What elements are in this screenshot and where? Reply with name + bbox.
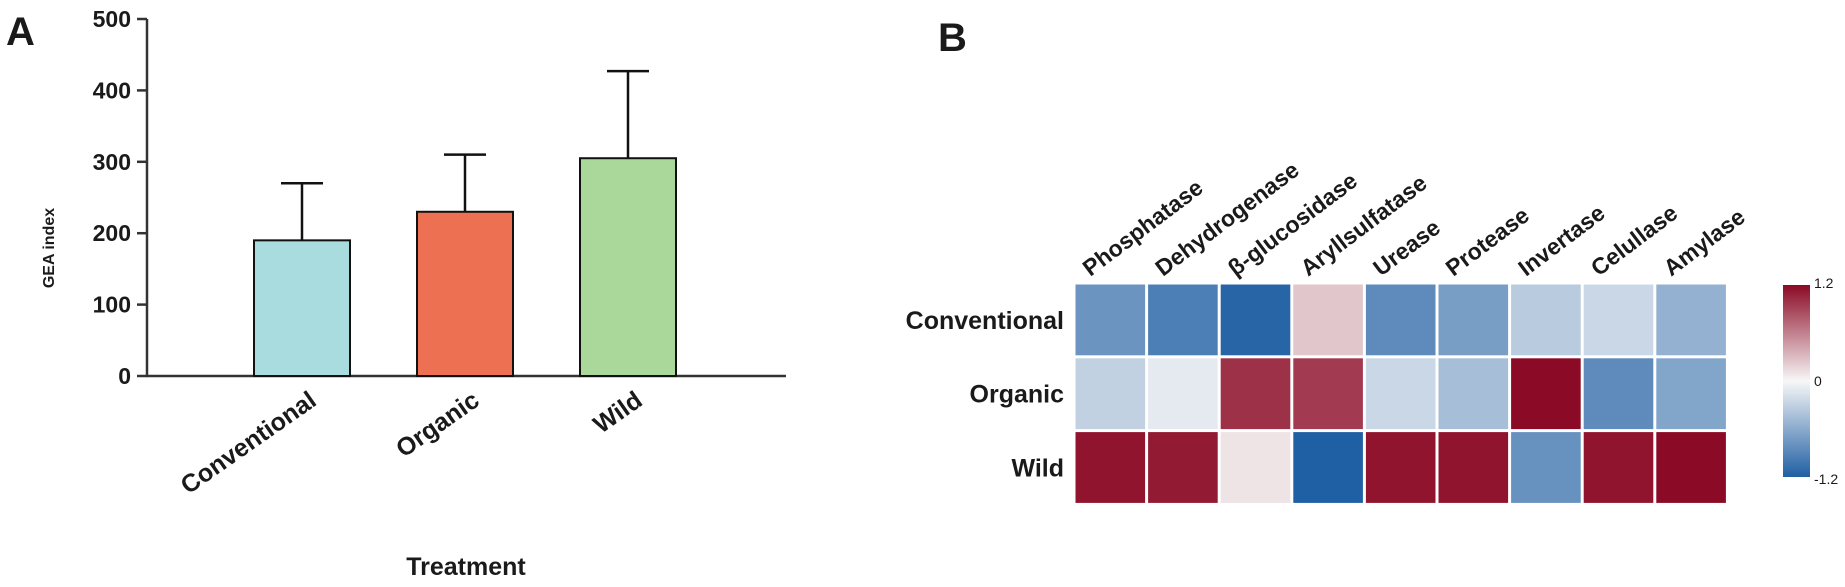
heatmap-cell <box>1075 432 1146 503</box>
heatmap-colorbar: 1.2 0 -1.2 <box>1783 275 1838 487</box>
colorbar-tick-label: 0 <box>1814 373 1822 389</box>
heatmap-cell <box>1656 358 1726 430</box>
heatmap-cell <box>1656 284 1726 356</box>
heatmap-row-label: Organic <box>970 381 1065 409</box>
colorbar-tick-label: -1.2 <box>1814 471 1838 487</box>
heatmap-cell <box>1148 432 1218 503</box>
heatmap-cell <box>1583 358 1654 430</box>
bar-y-tick-label: 300 <box>93 149 131 175</box>
heatmap-cell <box>1293 284 1363 356</box>
heatmap-cell <box>1220 432 1291 503</box>
heatmap-cell <box>1511 284 1581 356</box>
bar-y-tick-label: 400 <box>93 77 131 103</box>
heatmap-column-label: Aryllsulfatase <box>1295 169 1431 281</box>
bar-chart-xlabel: Treatment <box>406 553 526 581</box>
bar-y-tick-label: 0 <box>118 363 131 389</box>
heatmap-cell <box>1220 284 1291 356</box>
heatmap-cell <box>1438 358 1509 430</box>
heatmap-cell <box>1365 284 1436 356</box>
heatmap-cell <box>1293 432 1363 503</box>
heatmap-row-label: Wild <box>1011 455 1064 483</box>
colorbar-tick-label: 1.2 <box>1814 275 1834 291</box>
heatmap-cell <box>1365 432 1436 503</box>
bar <box>416 210 514 377</box>
bar-chart-ylabel: GEA index <box>41 208 58 288</box>
heatmap: PhosphataseDehydrogenaseβ-glucosidaseAry… <box>906 156 1750 503</box>
heatmap-cell <box>1656 432 1726 503</box>
colorbar-gradient <box>1783 285 1810 477</box>
panel-a-label: A <box>6 10 35 54</box>
bar-x-category-label: Conventional <box>176 386 322 500</box>
bar-chart-marks <box>253 69 677 377</box>
bar <box>579 157 677 377</box>
bar-y-tick-label: 200 <box>93 220 131 246</box>
heatmap-cell <box>1365 358 1436 430</box>
heatmap-column-label: Phosphatase <box>1078 174 1208 281</box>
heatmap-cell <box>1075 358 1146 430</box>
bar-y-tick-label: 100 <box>93 292 131 318</box>
heatmap-cell <box>1511 432 1581 503</box>
heatmap-row-label: Conventional <box>906 307 1064 335</box>
heatmap-cell <box>1438 432 1509 503</box>
heatmap-cell <box>1511 358 1581 430</box>
heatmap-cell <box>1438 284 1509 356</box>
heatmap-cell <box>1075 284 1146 356</box>
bar-y-tick-label: 500 <box>93 6 131 32</box>
heatmap-cell <box>1148 358 1218 430</box>
heatmap-cell <box>1293 358 1363 430</box>
bar-x-category-label: Wild <box>588 386 647 439</box>
heatmap-cell <box>1583 432 1654 503</box>
heatmap-cell <box>1220 358 1291 430</box>
heatmap-cell <box>1583 284 1654 356</box>
bar <box>253 239 351 377</box>
bar-x-category-label: Organic <box>391 386 485 463</box>
panel-b-label: B <box>938 16 967 60</box>
heatmap-cell <box>1148 284 1218 356</box>
